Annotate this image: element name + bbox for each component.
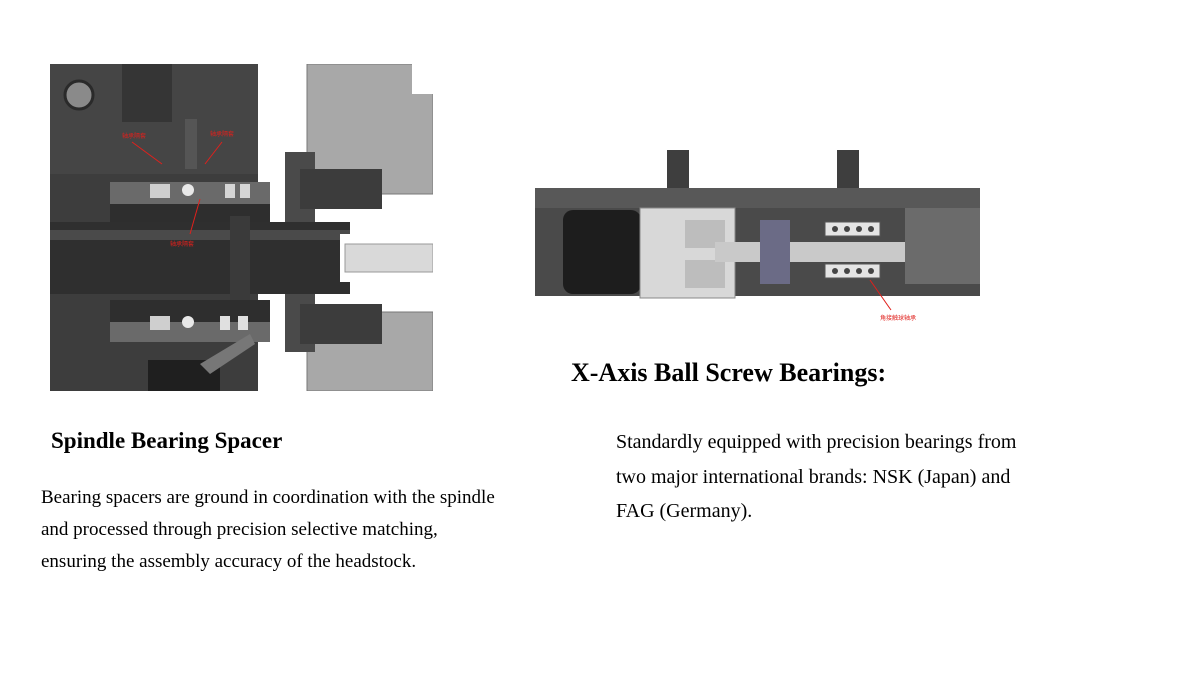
spindle-section-title: Spindle Bearing Spacer <box>51 428 283 453</box>
spindle-label-3: 轴承隔套 <box>170 240 194 248</box>
xaxis-ballscrew-diagram: 角接触球轴承 <box>535 150 980 330</box>
spindle-bearing-diagram: 轴承隔套 轴承隔套 轴承隔套 <box>50 64 433 391</box>
spindle-label-1: 轴承隔套 <box>122 132 146 140</box>
xaxis-bearing-label: 角接触球轴承 <box>880 314 916 322</box>
spindle-section-description: Bearing spacers are ground in coordinati… <box>41 487 495 572</box>
spindle-label-2: 轴承隔套 <box>210 130 234 138</box>
xaxis-section-description: Standardly equipped with precision beari… <box>616 431 1017 522</box>
xaxis-section-title: X-Axis Ball Screw Bearings: <box>571 358 887 387</box>
